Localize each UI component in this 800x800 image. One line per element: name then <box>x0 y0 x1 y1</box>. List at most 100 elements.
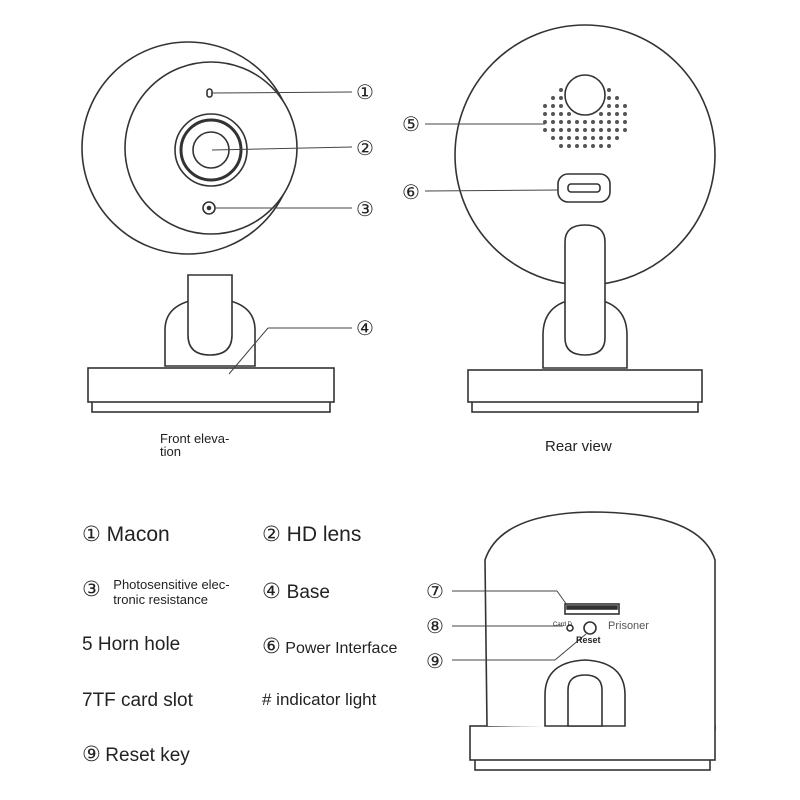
horn-hole <box>599 136 603 140</box>
legend-item-9-number: ⑨ <box>82 743 101 766</box>
legend-item-4-number: ④ <box>262 580 281 603</box>
callout-4: ④ <box>356 318 374 340</box>
horn-hole <box>559 112 563 116</box>
legend-item-8-text: # indicator light <box>262 690 377 709</box>
legend-item-3: ③ Photosensitive elec- tronic resistance <box>82 577 230 607</box>
horn-hole <box>543 120 547 124</box>
horn-hole <box>599 120 603 124</box>
horn-hole <box>575 128 579 132</box>
legend-item-6: ⑥ Power Interface <box>262 634 397 659</box>
horn-hole <box>615 112 619 116</box>
horn-hole <box>551 136 555 140</box>
horn-hole <box>567 144 571 148</box>
front-base <box>87 367 335 403</box>
horn-hole <box>591 120 595 124</box>
legend-item-1: ① Macon <box>82 522 170 547</box>
horn-hole <box>551 96 555 100</box>
callout-2: ② <box>356 138 374 160</box>
horn-hole <box>591 144 595 148</box>
horn-hole <box>607 104 611 108</box>
horn-hole <box>567 136 571 140</box>
lens-ring-2 <box>179 118 243 182</box>
legend-item-3-text: Photosensitive elec- tronic resistance <box>113 577 230 607</box>
legend-item-2: ② HD lens <box>262 522 361 547</box>
side-body <box>484 511 716 730</box>
horn-hole <box>615 128 619 132</box>
rear-view-label: Rear view <box>545 438 612 455</box>
horn-hole <box>615 104 619 108</box>
horn-hole <box>615 96 619 100</box>
horn-hole <box>559 128 563 132</box>
horn-hole <box>615 120 619 124</box>
leader-lines <box>211 91 587 661</box>
rear-top-circle <box>564 74 606 116</box>
lens-ring <box>174 113 248 187</box>
horn-hole <box>607 88 611 92</box>
side-base <box>469 725 716 761</box>
horn-hole <box>551 120 555 124</box>
horn-hole <box>607 136 611 140</box>
callout-8: ⑧ <box>426 616 444 638</box>
horn-hole <box>615 136 619 140</box>
horn-hole <box>559 88 563 92</box>
horn-hole <box>543 128 547 132</box>
horn-hole <box>551 112 555 116</box>
reset-key <box>583 621 597 635</box>
horn-hole <box>599 112 603 116</box>
legend-item-3-number: ③ <box>82 578 101 601</box>
horn-hole <box>583 128 587 132</box>
horn-hole <box>583 136 587 140</box>
horn-hole <box>623 128 627 132</box>
horn-hole <box>559 104 563 108</box>
rear-stand-arm <box>564 224 606 356</box>
front-elevation-label: Front eleva- tion <box>160 431 230 459</box>
horn-hole <box>543 104 547 108</box>
legend-item-7-text: 7TF card slot <box>82 690 193 711</box>
horn-holes <box>543 88 627 148</box>
horn-hole <box>599 128 603 132</box>
horn-hole <box>607 144 611 148</box>
indicator-light <box>566 624 574 632</box>
horn-hole <box>591 136 595 140</box>
front-stand-arm <box>187 274 233 356</box>
side-view <box>469 511 716 771</box>
horn-hole <box>607 96 611 100</box>
horn-hole <box>567 112 571 116</box>
callout-5: ⑤ <box>402 114 420 136</box>
power-interface-port <box>557 173 611 203</box>
callout-9: ⑨ <box>426 651 444 673</box>
horn-hole <box>575 136 579 140</box>
legend-item-6-text: Power Interface <box>285 640 398 657</box>
horn-hole <box>575 144 579 148</box>
horn-hole <box>623 104 627 108</box>
horn-hole <box>599 144 603 148</box>
horn-hole <box>559 120 563 124</box>
horn-hole <box>559 144 563 148</box>
horn-hole <box>583 120 587 124</box>
legend-item-9: ⑨ Reset key <box>82 742 190 767</box>
rear-base <box>467 369 703 403</box>
horn-hole <box>551 128 555 132</box>
horn-hole <box>567 128 571 132</box>
horn-hole <box>583 144 587 148</box>
horn-hole <box>607 128 611 132</box>
legend-item-9-text: Reset key <box>105 745 190 766</box>
legend-item-6-number: ⑥ <box>262 635 281 658</box>
horn-hole <box>543 112 547 116</box>
legend-item-1-number: ① <box>82 523 101 546</box>
horn-hole <box>607 120 611 124</box>
horn-hole <box>607 112 611 116</box>
callout-1: ① <box>356 82 374 104</box>
legend-item-2-number: ② <box>262 523 281 546</box>
legend-item-5-text: 5 Horn hole <box>82 634 181 655</box>
horn-hole <box>559 96 563 100</box>
card-slot-small-text: Card D <box>553 622 573 628</box>
callout-7: ⑦ <box>426 581 444 603</box>
prisoner-label: Prisoner <box>608 620 649 632</box>
legend-item-2-text: HD lens <box>286 523 362 546</box>
callout-3: ③ <box>356 199 374 221</box>
horn-hole <box>623 120 627 124</box>
horn-hole <box>623 112 627 116</box>
horn-hole <box>591 128 595 132</box>
